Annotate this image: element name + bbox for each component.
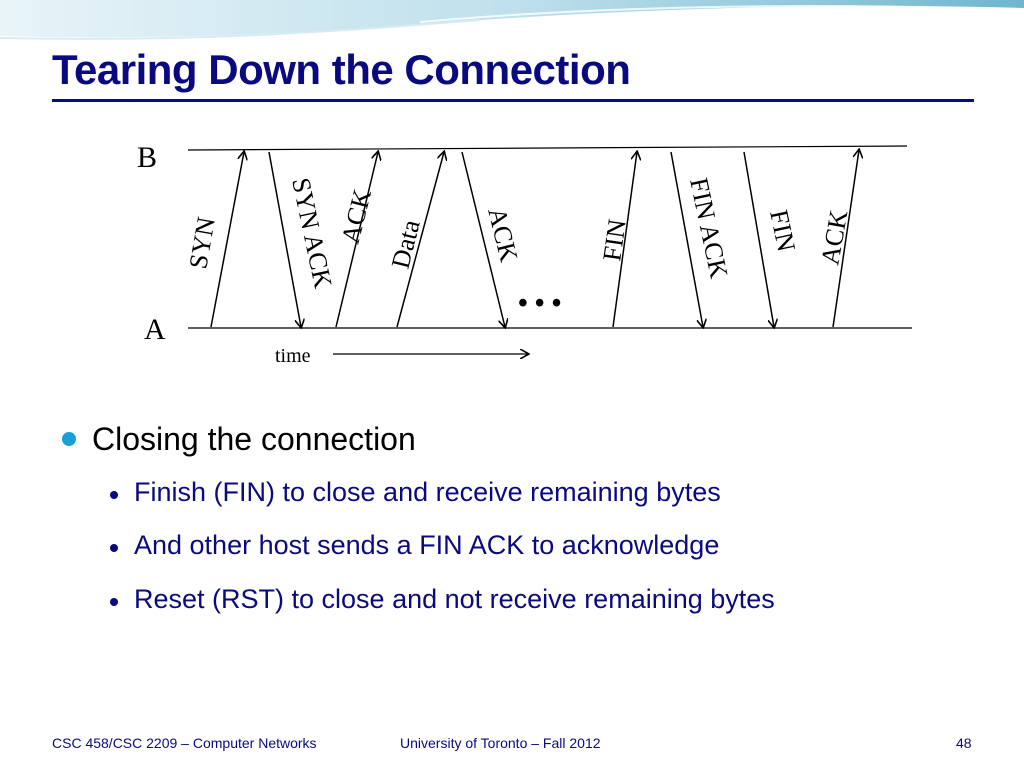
footer-course: CSC 458/CSC 2209 – Computer Networks <box>52 735 317 751</box>
sub-bullet-3: Reset (RST) to close and not receive rem… <box>134 584 775 614</box>
fin-ack-arrow <box>670 151 703 327</box>
footer-page-number: 48 <box>956 735 972 751</box>
connection-timing-diagram: B A SYN SYN ACK ACK Data ACK • • • FIN F… <box>137 141 912 367</box>
sub-bullet-icon <box>110 544 118 552</box>
bullet-icon <box>62 432 76 446</box>
sub-bullet-2: And other host sends a FIN ACK to acknow… <box>134 530 720 560</box>
sub-bullet-icon <box>110 598 118 606</box>
fin-arrow-1 <box>612 152 637 328</box>
syn-ack-arrow <box>268 151 301 327</box>
header-wave-decoration <box>0 0 1024 40</box>
syn-arrow <box>210 152 244 328</box>
title-underline <box>52 99 974 102</box>
fin-label-2: FIN <box>764 207 801 254</box>
ack-label-1: ACK <box>336 186 377 246</box>
ack-arrow-3 <box>832 150 859 328</box>
syn-label: SYN <box>183 215 221 271</box>
ack-arrow-2 <box>461 151 505 327</box>
ellipsis: • • • <box>518 288 561 319</box>
fin-arrow-2 <box>743 151 774 327</box>
slide-title: Tearing Down the Connection <box>52 46 631 93</box>
sub-bullet-icon <box>110 491 118 499</box>
fin-label-1: FIN <box>597 217 632 263</box>
data-label: Data <box>386 216 426 271</box>
sub-bullet-1: Finish (FIN) to close and receive remain… <box>134 477 721 507</box>
time-label: time <box>275 345 311 367</box>
host-b-timeline <box>187 145 908 151</box>
ack-label-3: ACK <box>815 208 853 267</box>
syn-ack-label: SYN ACK <box>286 175 338 291</box>
data-arrow <box>396 152 444 328</box>
host-a-label: A <box>144 313 166 346</box>
bullet-main: Closing the connection <box>92 421 416 457</box>
footer-university: University of Toronto – Fall 2012 <box>400 735 601 751</box>
ack-label-2: ACK <box>482 204 523 264</box>
ack-arrow-1 <box>335 152 378 328</box>
host-b-label: B <box>137 141 157 174</box>
